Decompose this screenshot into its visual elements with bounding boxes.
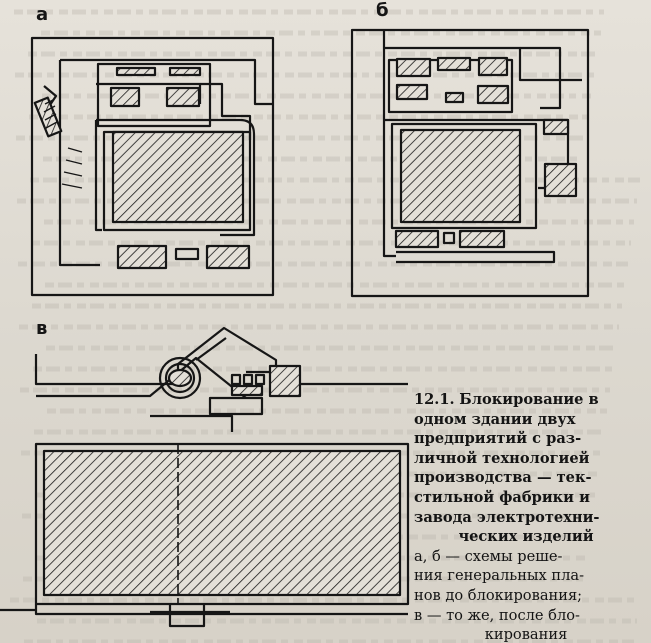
roundabout-center (167, 368, 193, 388)
building (543, 162, 578, 198)
caption-title-line: Блокирование в (459, 391, 599, 408)
site-road (36, 356, 247, 399)
caption-title-line: личной технологией (414, 449, 590, 467)
textile-factory (111, 130, 245, 224)
building (168, 66, 202, 77)
site-road (384, 46, 582, 82)
site-road (396, 250, 556, 264)
building (395, 57, 432, 78)
site-road (96, 118, 256, 237)
site-boundary (30, 36, 275, 297)
passage (174, 247, 200, 261)
site-road (58, 60, 100, 267)
building (208, 396, 264, 416)
caption-legend-line: в — то же, после бло- (414, 606, 580, 624)
passage (168, 604, 206, 628)
caption-title-line: стильной фабрики и (414, 488, 590, 506)
building (33, 96, 63, 138)
building (436, 56, 472, 72)
caption-legend-line: ния генеральных пла- (414, 567, 585, 585)
blocked-industrial-building (42, 449, 402, 597)
site-road (94, 120, 102, 232)
building (395, 83, 429, 101)
figure-caption: 12.1. Блокирование в одном здании двух п… (414, 390, 638, 643)
site-road (520, 46, 562, 110)
plan-label-a: а (36, 4, 49, 25)
plan-label-b: б (376, 0, 389, 21)
site-road (382, 30, 396, 258)
caption-title-line: предприятий с раз- (414, 430, 582, 448)
building (542, 118, 570, 136)
caption-title-line: одном здании двух (414, 410, 576, 428)
building (394, 229, 440, 249)
caption-title-line: ческих изделий (458, 528, 594, 546)
plan-label-v: в (36, 318, 48, 339)
building (476, 84, 510, 105)
building (477, 56, 509, 77)
site-road (34, 326, 408, 386)
square-roundabout (158, 356, 202, 400)
main-block-outline (34, 442, 410, 606)
caption-legend-line: а, б — схемы реше- (414, 547, 563, 565)
building (109, 86, 141, 108)
site-road (60, 58, 272, 106)
building (116, 244, 168, 270)
building (205, 244, 251, 270)
site-road (195, 337, 227, 361)
building (268, 364, 302, 398)
building (458, 229, 506, 249)
electrotechnical-plant (399, 128, 522, 224)
site-boundary (350, 28, 590, 298)
caption-title-line: производства — тек- (414, 469, 592, 487)
admin-block (96, 62, 212, 128)
building (230, 384, 264, 397)
caption-title-line: завода электротехни- (414, 508, 600, 526)
building (444, 91, 465, 104)
caption-number: 12.1. (414, 391, 455, 408)
site-road (150, 414, 234, 432)
building (115, 66, 157, 77)
site-road (34, 604, 408, 616)
caption-legend-line: нов до блокирования; (414, 586, 583, 604)
building (165, 86, 201, 108)
caption-legend-line: кирования (484, 626, 568, 643)
main-block-outline (390, 122, 538, 230)
